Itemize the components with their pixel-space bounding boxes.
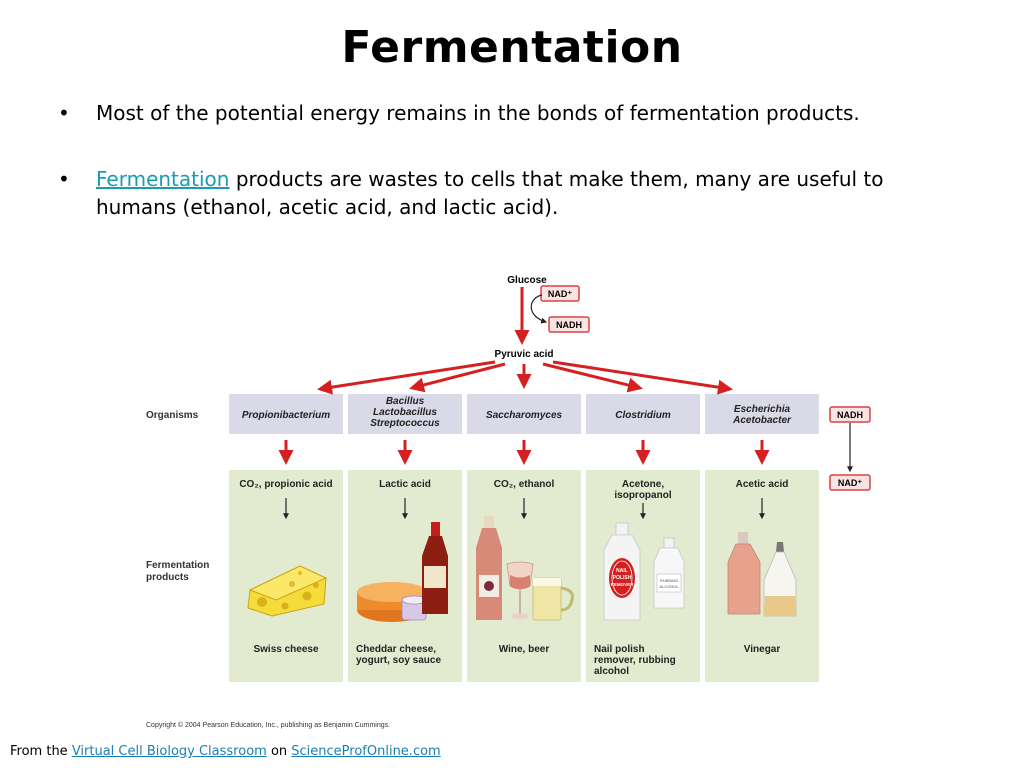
chemical-label-5-1: Acetic acid [736,479,789,490]
pyruvic-acid-label: Pyruvic acid [495,349,554,360]
product-name-3-1: Wine, beer [499,644,550,655]
products-row-label-line2: products [146,572,189,583]
organisms-row-label: Organisms [146,410,199,421]
product-name-2-2: yogurt, soy sauce [356,655,441,666]
organism-name-3-1: Saccharomyces [486,410,563,421]
nadh-box [548,316,590,333]
chemical-label-4-1: Acetone, [622,479,664,490]
cheddar-yogurt-soysauce-illustration [357,522,448,622]
organism-box-4 [586,394,700,434]
bullet-text-1: Most of the potential energy remains in … [96,101,860,125]
organism-name-5-2: Acetobacter [732,415,792,426]
organism-name-2-3: Streptococcus [370,418,440,429]
product-name-1-1: Swiss cheese [253,644,318,655]
chemical-label-1-1: CO₂, propionic acid [239,479,332,490]
organism-name-1-1: Propionibacterium [242,410,330,421]
chemical-label-3-1: CO₂, ethanol [494,479,555,490]
bullet-marker-2: • [58,167,70,191]
side-nadh-box [829,406,871,423]
organism-boxes [229,394,819,434]
organism-box-5 [705,394,819,434]
organism-box-3 [467,394,581,434]
organism-name-4-1: Clostridium [615,410,671,421]
nad-plus-label: NAD⁺ [548,289,572,299]
branch-arrow-4 [542,362,643,393]
rubbing-label-line2: ALCOHOL [659,584,679,589]
branch-arrow-2 [409,362,506,393]
scienceprofonline-link[interactable]: ScienceProfOnline.com [291,744,441,759]
chemical-to-product-arrows [283,498,765,520]
organism-name-5-1: Escherichia [734,404,791,415]
virtual-cell-link[interactable]: Virtual Cell Biology Classroom [71,744,267,759]
branch-arrow-5 [552,360,733,395]
footer-middle: on [266,744,292,759]
nad-cycle-arrow [530,294,548,324]
chemical-label-4-2: isopropanol [614,490,671,501]
bullet-text-2: Fermentation products are wastes to cell… [96,165,956,221]
organism-name-2-1: Bacillus [386,396,425,407]
product-name-5-1: Vinegar [744,644,781,655]
product-name-4-3: alcohol [594,666,629,677]
bullet-text-2-rest: products are wastes to cells that make t… [96,167,884,219]
branch-arrows [317,360,733,395]
organism-box-2 [348,394,462,434]
nail-label-line3: REMOVER [611,582,635,587]
rubbing-label-line1: RUBBING [660,578,678,583]
copyright-notice: Copyright © 2004 Pearson Education, Inc.… [146,722,391,729]
organism-box-1 [229,394,343,434]
vinegar-illustration [727,532,797,617]
footer-prefix: From the [10,744,72,759]
wine-beer-illustration [476,516,574,621]
product-name-4-1: Nail polish [594,644,645,655]
organism-to-chemical-arrows [278,440,770,465]
fermentation-link[interactable]: Fermentation [96,167,230,191]
swiss-cheese-illustration [247,565,328,617]
nadh-label: NADH [556,320,582,330]
side-nadh-label: NADH [837,410,863,420]
nad-plus-box [540,285,580,302]
nail-label-line2: POLISH [613,575,632,581]
slide-title: Fermentation [341,22,683,73]
side-nad-plus-label: NAD⁺ [838,478,862,488]
branch-arrow-1 [317,360,496,395]
nail-polish-rubbing-alcohol-illustration: NAIL POLISH REMOVER RUBBING ALCOHOL [603,522,685,621]
organism-name-2-2: Lactobacillus [373,407,437,418]
products-row-label-line1: Fermentation [146,560,209,571]
side-nad-plus-box [829,474,871,491]
bullet-marker-1: • [58,101,70,125]
product-name-4-2: remover, rubbing [594,655,676,666]
nail-label-line1: NAIL [616,568,628,574]
footer: From the Virtual Cell Biology Classroom … [10,744,441,759]
chemical-label-2-1: Lactic acid [379,479,431,490]
product-name-2-1: Cheddar cheese, [356,644,436,655]
glucose-label: Glucose [507,275,547,286]
